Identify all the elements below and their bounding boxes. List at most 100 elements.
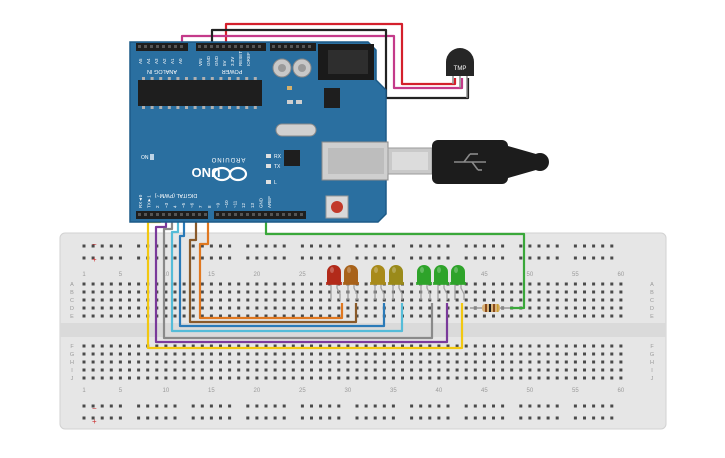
breadboard-hole[interactable]	[337, 298, 341, 302]
breadboard-hole[interactable]	[337, 314, 341, 318]
breadboard-hole[interactable]	[510, 368, 514, 372]
breadboard-hole[interactable]	[100, 416, 104, 420]
breadboard-hole[interactable]	[219, 344, 222, 348]
breadboard-hole[interactable]	[273, 282, 277, 286]
breadboard-hole[interactable]	[382, 368, 386, 372]
breadboard-hole[interactable]	[573, 404, 577, 408]
breadboard-hole[interactable]	[328, 404, 332, 408]
breadboard-hole[interactable]	[237, 290, 241, 294]
breadboard-hole[interactable]	[273, 416, 277, 420]
header-pin[interactable]	[234, 45, 237, 48]
breadboard-hole[interactable]	[546, 368, 550, 372]
breadboard-hole[interactable]	[319, 416, 323, 420]
breadboard-hole[interactable]	[410, 360, 414, 364]
breadboard-hole[interactable]	[601, 368, 605, 372]
breadboard-hole[interactable]	[464, 306, 468, 310]
breadboard-hole[interactable]	[228, 282, 232, 286]
breadboard-hole[interactable]	[428, 256, 432, 260]
breadboard-hole[interactable]	[364, 314, 368, 318]
breadboard-hole[interactable]	[373, 360, 377, 364]
breadboard-hole[interactable]	[182, 290, 186, 294]
breadboard-hole[interactable]	[264, 368, 268, 372]
breadboard-hole[interactable]	[592, 376, 596, 380]
breadboard-hole[interactable]	[428, 404, 432, 408]
breadboard-hole[interactable]	[291, 352, 295, 356]
breadboard-hole[interactable]	[146, 360, 150, 364]
breadboard-hole[interactable]	[155, 352, 159, 356]
breadboard-hole[interactable]	[118, 368, 122, 372]
breadboard-hole[interactable]	[573, 306, 577, 310]
breadboard-hole[interactable]	[446, 256, 450, 260]
breadboard-hole[interactable]	[291, 290, 295, 294]
breadboard-hole[interactable]	[528, 306, 532, 310]
breadboard-hole[interactable]	[546, 306, 550, 310]
breadboard-hole[interactable]	[164, 256, 168, 260]
header-pin[interactable]	[240, 213, 243, 216]
breadboard-hole[interactable]	[173, 298, 177, 302]
breadboard-hole[interactable]	[619, 298, 623, 302]
breadboard-hole[interactable]	[273, 298, 277, 302]
breadboard-hole[interactable]	[519, 298, 523, 302]
breadboard-hole[interactable]	[246, 360, 250, 364]
breadboard-hole[interactable]	[401, 368, 404, 372]
breadboard-hole[interactable]	[118, 314, 122, 318]
breadboard-hole[interactable]	[610, 282, 614, 286]
breadboard-hole[interactable]	[246, 404, 250, 408]
breadboard-hole[interactable]	[492, 244, 495, 248]
header-pin[interactable]	[192, 213, 195, 216]
breadboard-hole[interactable]	[464, 368, 468, 372]
breadboard-hole[interactable]	[282, 244, 286, 248]
breadboard-hole[interactable]	[273, 376, 277, 380]
breadboard-hole[interactable]	[464, 376, 468, 380]
breadboard-hole[interactable]	[319, 306, 323, 310]
breadboard-hole[interactable]	[555, 256, 559, 260]
breadboard-hole[interactable]	[373, 314, 377, 318]
breadboard-hole[interactable]	[310, 306, 313, 310]
breadboard-hole[interactable]	[382, 376, 386, 380]
breadboard-hole[interactable]	[319, 360, 323, 364]
usb-cable[interactable]	[387, 140, 549, 184]
breadboard-hole[interactable]	[555, 314, 559, 318]
breadboard-hole[interactable]	[510, 344, 514, 348]
breadboard-hole[interactable]	[382, 416, 386, 420]
breadboard-hole[interactable]	[191, 282, 195, 286]
breadboard-hole[interactable]	[592, 306, 596, 310]
breadboard-hole[interactable]	[310, 344, 313, 348]
breadboard-hole[interactable]	[173, 416, 177, 420]
breadboard-hole[interactable]	[355, 352, 359, 356]
breadboard-hole[interactable]	[601, 416, 605, 420]
breadboard-hole[interactable]	[237, 368, 241, 372]
breadboard-hole[interactable]	[373, 368, 377, 372]
breadboard-hole[interactable]	[464, 404, 468, 408]
breadboard-hole[interactable]	[592, 368, 596, 372]
header-pin[interactable]	[228, 213, 231, 216]
breadboard-hole[interactable]	[228, 298, 232, 302]
breadboard-hole[interactable]	[282, 360, 286, 364]
breadboard-hole[interactable]	[555, 416, 559, 420]
breadboard-hole[interactable]	[528, 368, 532, 372]
breadboard-hole[interactable]	[246, 416, 250, 420]
breadboard-hole[interactable]	[310, 416, 313, 420]
breadboard-hole[interactable]	[555, 306, 559, 310]
breadboard-hole[interactable]	[237, 282, 241, 286]
breadboard-hole[interactable]	[310, 404, 313, 408]
breadboard-hole[interactable]	[319, 368, 323, 372]
arduino-uno-board[interactable]: ON RX TX L UNO ARDUINO ANALOG IN POWER D…	[129, 41, 389, 223]
breadboard-hole[interactable]	[246, 282, 250, 286]
breadboard-hole[interactable]	[601, 344, 605, 348]
breadboard-hole[interactable]	[373, 352, 377, 356]
breadboard-hole[interactable]	[446, 290, 450, 294]
breadboard-hole[interactable]	[355, 244, 359, 248]
header-pin[interactable]	[308, 45, 311, 48]
breadboard-hole[interactable]	[209, 282, 213, 286]
breadboard-hole[interactable]	[619, 360, 623, 364]
breadboard-hole[interactable]	[155, 416, 159, 420]
breadboard-hole[interactable]	[482, 376, 486, 380]
breadboard-hole[interactable]	[382, 244, 386, 248]
header-pin[interactable]	[290, 45, 293, 48]
breadboard-hole[interactable]	[137, 360, 141, 364]
breadboard-hole[interactable]	[228, 256, 232, 260]
breadboard-hole[interactable]	[610, 244, 614, 248]
breadboard-hole[interactable]	[118, 244, 122, 248]
breadboard-hole[interactable]	[419, 416, 423, 420]
